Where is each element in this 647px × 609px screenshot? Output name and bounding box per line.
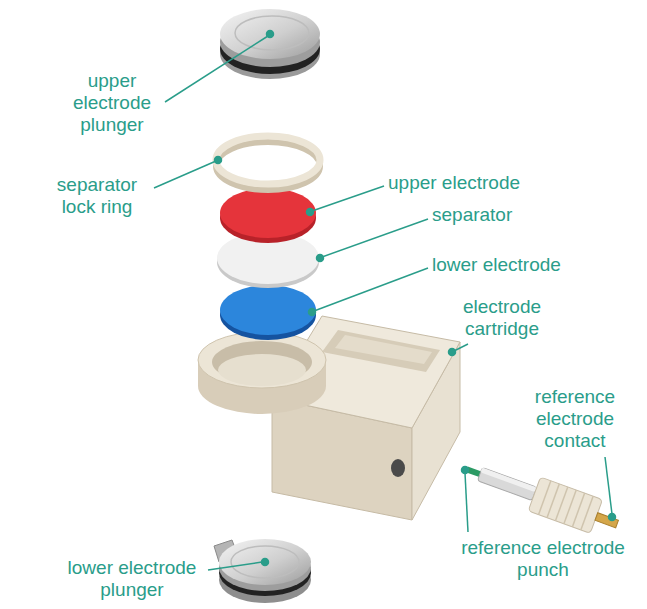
leader-lines (208, 562, 262, 570)
part-label: electrode cartridge (450, 296, 554, 340)
leader-lines (605, 457, 612, 514)
part-label: separator (432, 204, 512, 226)
cartridge-body (391, 459, 405, 477)
leader-lines (322, 219, 428, 257)
cartridge-ring (198, 332, 326, 388)
reference-electrode (555, 487, 567, 521)
reference-electrode (481, 468, 537, 493)
leader-lines (267, 31, 274, 38)
leader-lines (154, 31, 616, 571)
leader-lines (317, 255, 324, 262)
cartridge-ring (198, 332, 326, 414)
part-label: lower electrode (432, 254, 561, 276)
upper-plunger (220, 9, 320, 79)
part-label: reference electrode punch (443, 537, 643, 581)
leader-lines (307, 209, 314, 216)
lower-plunger (219, 539, 311, 585)
separator-lock-ring (216, 136, 320, 190)
reference-electrode (595, 513, 618, 528)
lower-electrode-disc (220, 285, 316, 335)
leader-lines (312, 186, 384, 211)
reference-electrode (547, 484, 559, 518)
upper-plunger (235, 16, 309, 50)
upper-plunger (220, 9, 320, 59)
leader-lines (215, 157, 222, 164)
part-label: upper electrode plunger (57, 70, 167, 136)
part-label: separator lock ring (42, 174, 152, 218)
part-label: reference electrode contact (520, 386, 630, 452)
reference-electrode (572, 493, 584, 527)
leader-lines (449, 349, 456, 356)
leader-lines (465, 473, 468, 532)
reference-electrode (461, 452, 624, 541)
leader-lines (309, 309, 316, 316)
part-label: lower electrode plunger (42, 557, 222, 601)
leader-lines (462, 467, 469, 474)
leader-lines (154, 161, 216, 188)
leader-lines (165, 36, 268, 102)
cartridge-body (322, 330, 440, 372)
separator-lock-ring (216, 136, 320, 184)
cartridge-body (335, 335, 432, 364)
lower-plunger (231, 546, 299, 578)
leader-lines (454, 344, 468, 351)
reference-electrode (564, 490, 576, 524)
leader-lines (314, 268, 428, 311)
reference-electrode (477, 468, 536, 501)
leader-lines (609, 514, 616, 521)
part-label: upper electrode (388, 172, 520, 194)
reference-electrode (539, 481, 551, 515)
lower-electrode-disc (220, 285, 316, 340)
lower-plunger (214, 539, 311, 603)
cartridge-ring (218, 354, 306, 386)
upper-electrode-disc (220, 188, 316, 243)
upper-electrode-disc (220, 188, 316, 238)
leader-lines (262, 559, 269, 566)
reference-electrode (581, 496, 593, 530)
reference-electrode (528, 477, 602, 533)
